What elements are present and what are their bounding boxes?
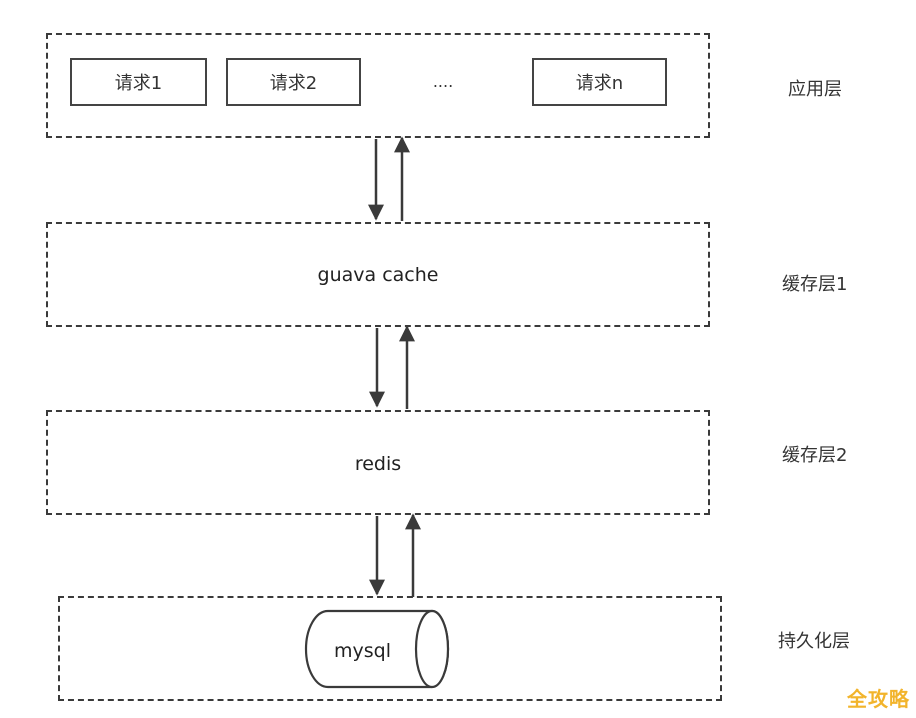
redis-text: redis <box>354 453 402 475</box>
cache-layer-1-label: 缓存层1 <box>782 274 848 295</box>
request-ellipsis: .... <box>432 72 454 91</box>
request-box-1: 请求1 <box>70 58 207 106</box>
request-box-n: 请求n <box>532 58 667 106</box>
application-layer-label: 应用层 <box>788 79 842 100</box>
cache-layer-2-label: 缓存层2 <box>782 445 848 466</box>
watermark: 全攻略 <box>847 687 910 711</box>
request-box-2: 请求2 <box>226 58 361 106</box>
persistence-layer-label: 持久化层 <box>778 631 850 652</box>
mysql-text: mysql <box>334 640 391 662</box>
cache-layer-1-box: guava cache <box>46 222 710 327</box>
guava-cache-text: guava cache <box>317 264 439 286</box>
database-cylinder-icon <box>304 609 450 689</box>
cache-layer-2-box: redis <box>46 410 710 515</box>
